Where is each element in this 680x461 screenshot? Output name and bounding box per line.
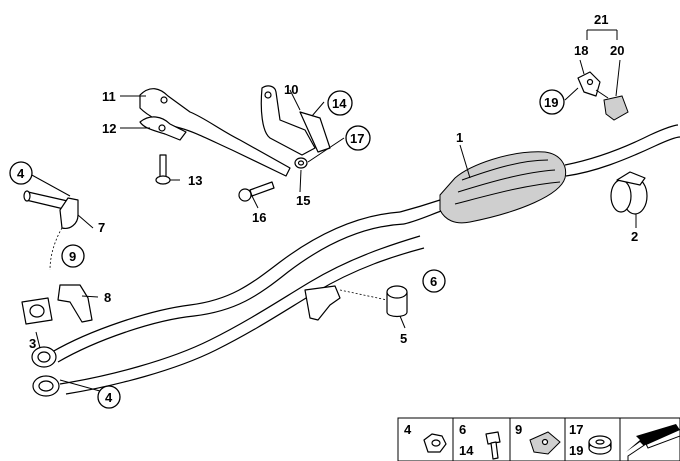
callout-circle-19 [539,89,565,115]
callout-3: 3 [29,336,36,351]
hanger-bracket [139,88,291,177]
callout-11: 11 [102,89,116,104]
mounting-bracket [260,85,331,156]
legend-6: 6 [459,422,466,437]
front-pipe-assembly [51,199,445,395]
callout-circle-4a [9,161,33,185]
direction-arrow-icon [626,424,680,461]
rubber-bushing [339,285,408,318]
callout-2: 2 [631,229,638,244]
washer-icon [588,435,612,455]
bolt-icon [485,431,501,460]
callout-circle-14 [327,90,353,116]
hardware-legend: 4 6 14 9 17 19 [397,417,680,461]
callout-circle-6 [422,269,446,293]
bolt [155,154,171,185]
callout-20: 20 [610,43,624,58]
clip-icon [529,431,561,455]
gasket [21,297,53,325]
callout-17: 17 [350,131,364,146]
callout-19: 19 [544,95,558,110]
callout-8: 8 [104,290,111,305]
callout-14: 14 [332,96,347,111]
callouts: 1 2 3 4 4 5 6 7 8 9 10 11 12 13 14 15 16… [9,12,638,409]
callout-circle-4b [97,385,121,409]
legend-19: 19 [569,443,583,458]
leader-lines [29,29,637,397]
callout-10: 10 [284,82,298,97]
callout-7: 7 [98,220,105,235]
callout-9: 9 [69,249,76,264]
legend-9: 9 [515,422,522,437]
left-tube [23,190,79,271]
callout-circle-9 [61,244,85,268]
nut [294,157,308,169]
front-flanges [31,346,60,397]
callout-12: 12 [102,121,116,136]
callout-15: 15 [296,193,310,208]
callout-16: 16 [252,210,266,225]
bolt-long [238,181,275,202]
small-bracket [57,284,93,323]
nut-icon [423,433,447,453]
catalytic-converter [439,124,680,224]
legend-17: 17 [569,422,583,437]
legend-4: 4 [404,422,412,437]
callout-6: 6 [430,274,437,289]
callout-5: 5 [400,331,407,346]
callout-4a: 4 [17,166,25,181]
callout-13: 13 [188,173,202,188]
legend-14: 14 [459,443,474,458]
pipe-clamp [610,171,648,215]
callout-circle-17 [345,125,371,151]
callout-4b: 4 [105,390,113,405]
callout-1: 1 [456,130,463,145]
callout-21: 21 [594,12,608,27]
pipe-bracket [304,285,341,321]
callout-18: 18 [574,43,588,58]
rear-hanger [577,71,629,121]
